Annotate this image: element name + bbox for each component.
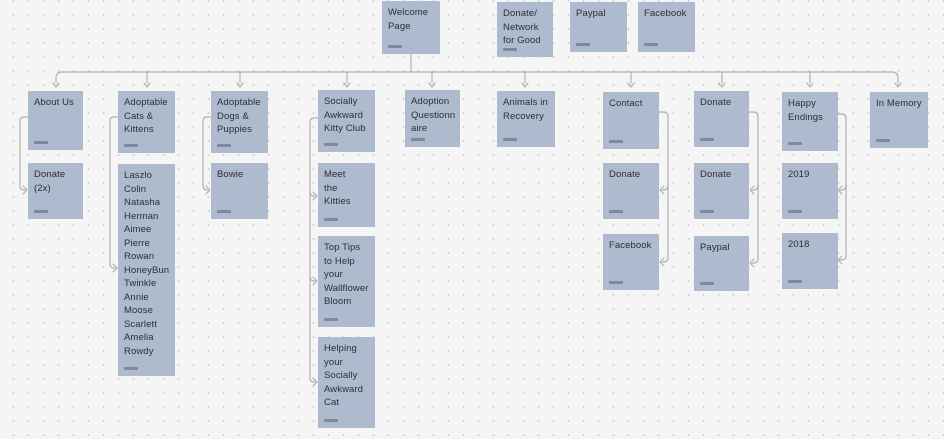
author-microtext [788,280,802,283]
card-happy-endings[interactable]: Happy Endings [782,92,838,151]
card-title: 2018 [788,239,810,250]
card-adoptable-dogs-puppies[interactable]: Adoptable Dogs & Puppies [211,91,268,153]
card-welcome-page[interactable]: Welcome Page [382,1,440,54]
card-title: Welcome Page [388,7,429,32]
card-title: Donate (2x) [34,169,66,194]
card-paypal-top[interactable]: Paypal [570,2,627,52]
card-title: About Us [34,97,74,108]
card-meet-the-kitties[interactable]: Meet the Kitties [318,163,375,227]
author-microtext [609,140,623,143]
card-title: 2019 [788,169,810,180]
card-contact-facebook[interactable]: Facebook [603,234,659,290]
author-microtext [324,143,338,146]
card-donate-donate[interactable]: Donate [694,163,749,219]
card-donate-main[interactable]: Donate [694,91,749,147]
card-title: Bowie [217,169,244,180]
card-title: Helping your Socially Awkward Cat [324,343,364,408]
author-microtext [788,210,802,213]
card-title: Adoption Questionn aire [411,96,456,134]
cat-names-list: Laszlo Colin Natasha Herman Aimee Pierre… [124,170,170,357]
author-microtext [788,142,802,145]
card-donate-2x[interactable]: Donate (2x) [28,163,83,219]
card-title: Adoptable Dogs & Puppies [217,97,261,135]
connector-contact [658,111,669,267]
author-microtext [503,48,517,51]
author-microtext [700,210,714,213]
card-title: Donate [700,97,732,108]
card-in-memory[interactable]: In Memory [870,92,928,148]
card-adoption-questionnaire[interactable]: Adoption Questionn aire [405,90,460,147]
card-title: Meet the Kitties [324,169,351,207]
connector-adoptable-dogs [202,116,212,195]
card-title: Donate [700,169,732,180]
author-microtext [324,218,338,221]
connector-donate [748,111,759,268]
card-title: In Memory [876,98,922,109]
author-microtext [324,419,338,422]
author-microtext [34,210,48,213]
card-title: Donate/ Network for Good [503,8,541,46]
card-title: Adoptable Cats & Kittens [124,97,168,135]
card-title: Paypal [700,242,730,253]
author-microtext [609,281,623,284]
card-helping-awkward-cat[interactable]: Helping your Socially Awkward Cat [318,337,375,428]
connector-adoptable-cats [109,116,119,273]
author-microtext [217,144,231,147]
connector-welcome-children [52,52,902,88]
card-title: Contact [609,98,643,109]
card-title: Animals in Recovery [503,97,548,122]
card-socially-awkward-kitty-club[interactable]: Socially Awkward Kitty Club [318,90,375,152]
author-microtext [700,282,714,285]
card-title: Donate [609,169,641,180]
connector-happy-endings [837,113,847,265]
card-about-us[interactable]: About Us [28,91,83,150]
author-microtext [124,367,138,370]
card-title: Facebook [609,240,652,251]
card-animals-in-recovery[interactable]: Animals in Recovery [497,91,555,147]
author-microtext [876,139,890,142]
card-happy-2019[interactable]: 2019 [782,163,838,219]
card-contact[interactable]: Contact [603,92,659,149]
author-microtext [700,138,714,141]
card-facebook-top[interactable]: Facebook [638,2,695,52]
author-microtext [503,138,517,141]
card-adoptable-cats-list[interactable]: Laszlo Colin Natasha Herman Aimee Pierre… [118,164,175,376]
card-title: Socially Awkward Kitty Club [324,96,366,134]
card-adoptable-cats-kittens[interactable]: Adoptable Cats & Kittens [118,91,175,153]
card-title: Happy Endings [788,98,824,123]
author-microtext [217,210,231,213]
card-contact-donate[interactable]: Donate [603,163,659,219]
author-microtext [34,141,48,144]
card-happy-2018[interactable]: 2018 [782,233,838,289]
connector-about-us [19,116,29,195]
author-microtext [576,43,590,46]
author-microtext [324,318,338,321]
card-title: Paypal [576,8,606,19]
author-microtext [411,138,425,141]
card-bowie[interactable]: Bowie [211,163,268,219]
card-title: Top Tips to Help your Wallflower Bloom [324,242,369,307]
author-microtext [124,144,138,147]
author-microtext [388,45,402,48]
card-title: Facebook [644,8,687,19]
connector-kitty-club [309,117,319,387]
author-microtext [644,43,658,46]
card-donate-network-for-good[interactable]: Donate/ Network for Good [497,2,553,57]
author-microtext [609,210,623,213]
card-top-tips-wallflower[interactable]: Top Tips to Help your Wallflower Bloom [318,236,375,327]
card-donate-paypal[interactable]: Paypal [694,236,749,291]
